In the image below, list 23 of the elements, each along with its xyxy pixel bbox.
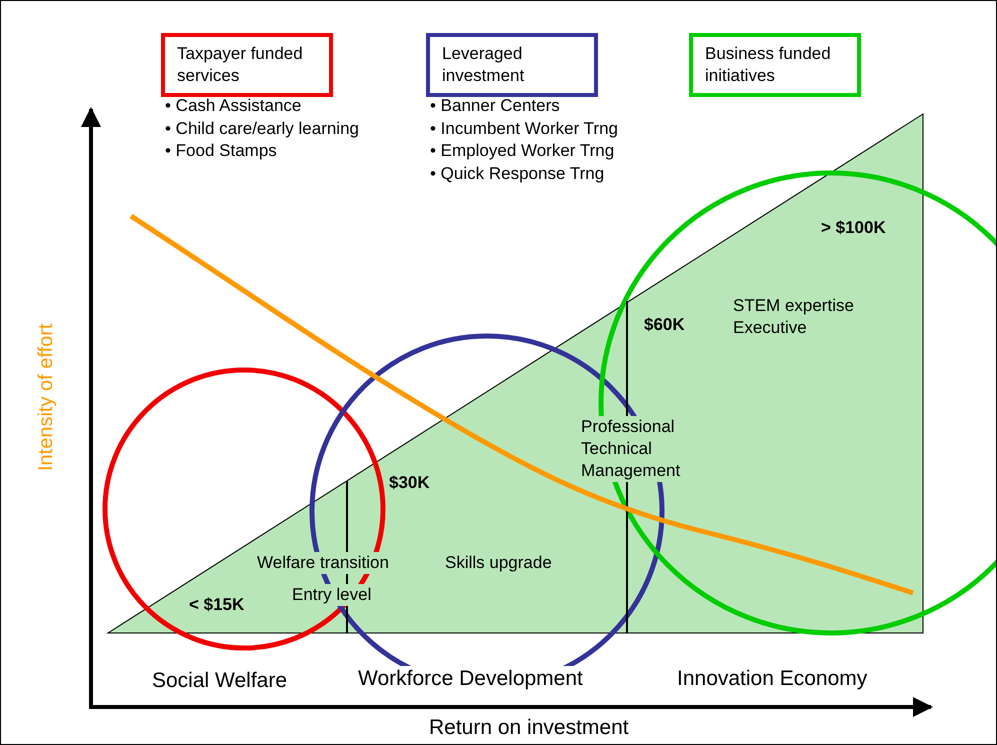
category-box: Business funded initiatives <box>689 33 861 97</box>
zone-label: Workforce Development <box>358 666 583 691</box>
bullet-item: • Food Stamps <box>165 140 278 162</box>
salary-label: > $100K <box>821 217 886 239</box>
salary-label: $30K <box>389 472 430 494</box>
bullet-item: • Quick Response Trng <box>430 162 606 184</box>
bullet-item: • Child care/early learning <box>165 118 359 140</box>
level-label: Skills upgrade <box>445 552 552 574</box>
category-box: Leveraged investment <box>426 33 598 97</box>
salary-label: < $15K <box>189 594 244 616</box>
zone-label: Social Welfare <box>152 668 288 693</box>
category-box: Taxpayer funded services <box>161 33 333 97</box>
zone-label: Innovation Economy <box>677 666 868 691</box>
level-label: Welfare transition <box>257 552 389 574</box>
bullet-item: • Employed Worker Trng <box>430 140 616 162</box>
level-label: Entry level <box>292 584 372 606</box>
axis-title: Intensity of effort <box>34 322 58 471</box>
bullet-item: • Cash Assistance <box>165 95 302 117</box>
axis-title: Return on investment <box>429 715 629 740</box>
level-label: STEM expertise Executive <box>733 295 855 339</box>
salary-label: $60K <box>644 314 685 336</box>
bullet-item: • Banner Centers <box>430 95 561 117</box>
bullet-item: • Incumbent Worker Trng <box>430 118 618 140</box>
